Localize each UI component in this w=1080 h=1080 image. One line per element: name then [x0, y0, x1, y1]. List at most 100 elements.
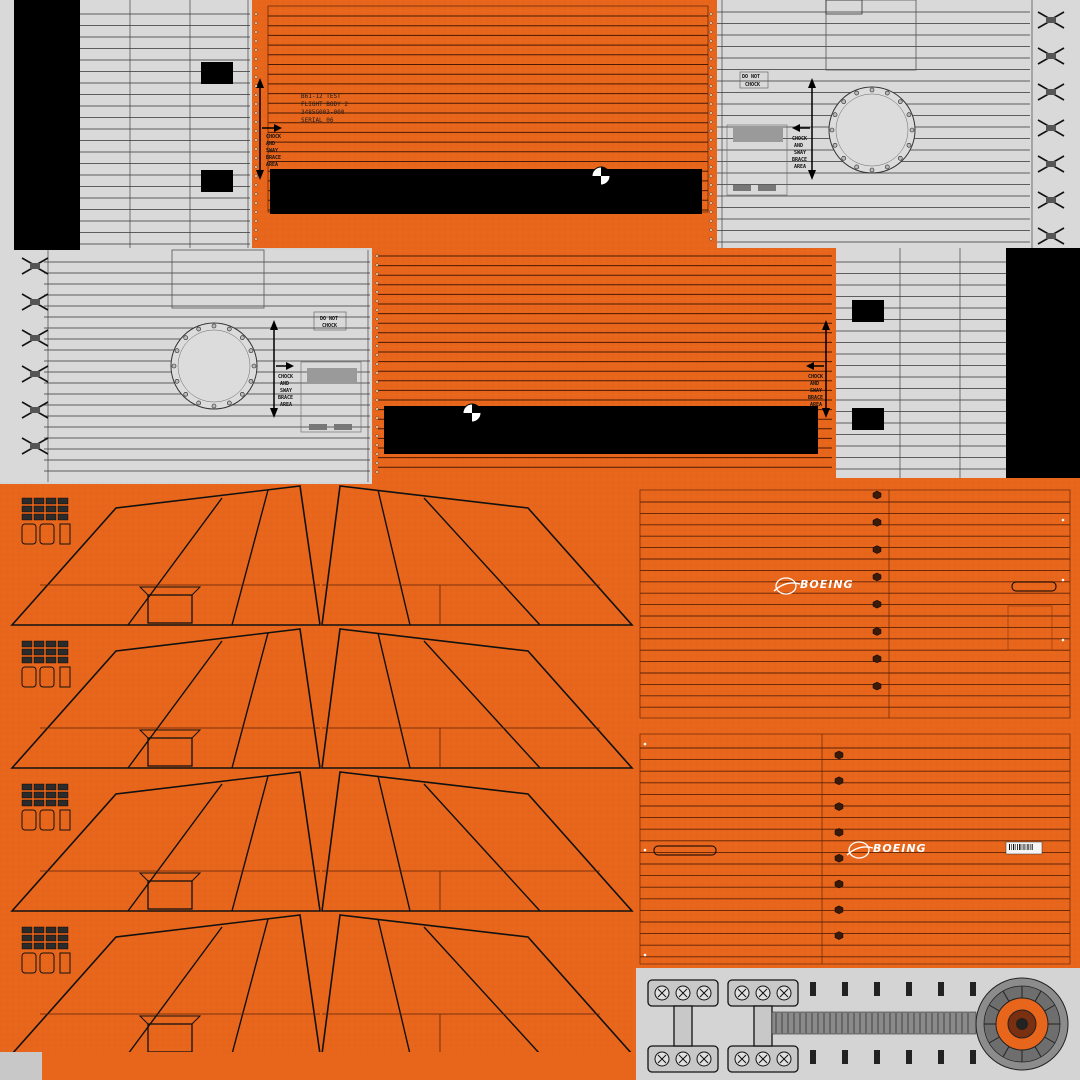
crosshair-target-icon — [462, 403, 482, 423]
hex-bolt-icon — [834, 853, 844, 863]
rivet — [375, 461, 379, 465]
rivet — [709, 57, 713, 61]
rivet — [375, 254, 379, 258]
hex-bolt-icon — [211, 323, 217, 329]
svg-text:SERIAL 06: SERIAL 06 — [301, 117, 334, 124]
slot — [970, 982, 976, 996]
hex-bolt-icon — [834, 828, 844, 837]
black-strip-top-left — [14, 0, 80, 250]
arrow-icon — [792, 78, 816, 180]
rivet — [254, 30, 258, 34]
svg-text:CHOCK: CHOCK — [792, 136, 807, 142]
hex-bolt-icon — [239, 391, 245, 397]
hex-bolt-icon — [248, 379, 254, 384]
access-hatch-left — [170, 322, 258, 410]
rivet — [254, 192, 258, 196]
hex-bolt-icon — [841, 155, 847, 161]
stencil-block — [57, 505, 69, 513]
rivet — [709, 147, 713, 151]
black-band-top — [270, 169, 702, 214]
rivet — [709, 138, 713, 142]
hex-bolt-icon — [872, 599, 882, 609]
rivet — [375, 335, 379, 339]
door-panel-upper: BOEING — [639, 478, 1080, 726]
rivet — [375, 272, 379, 276]
stencil-block — [33, 497, 45, 505]
rivet — [375, 344, 379, 348]
fin-root-fitting — [147, 737, 193, 767]
chock-sway-stencil-c: CHOCK AND SWAY BRACE AREA — [278, 374, 293, 408]
stencil-block — [33, 783, 45, 791]
rivet — [375, 425, 379, 429]
stencil-block — [21, 513, 33, 521]
hex-bolt-icon — [227, 400, 232, 406]
rivet — [254, 183, 258, 187]
hex-bolt-icon — [174, 379, 180, 384]
stencil-block — [45, 640, 57, 648]
orange-panel-top: CHOCK AND SWAY BRACE AREA B61-12 TEST FL… — [252, 0, 717, 248]
hex-bolt-icon — [832, 112, 838, 117]
fin-panel-pair — [10, 628, 634, 769]
rivet — [1061, 518, 1065, 522]
rivet — [254, 138, 258, 142]
rivet — [254, 84, 258, 88]
barcode-bar — [1017, 844, 1018, 850]
rivet — [375, 371, 379, 375]
rivet — [375, 353, 379, 357]
slot — [938, 982, 944, 996]
rivet — [254, 120, 258, 124]
stencil-block — [57, 783, 69, 791]
hex-bolt-icon — [897, 155, 903, 161]
stencil-block — [59, 809, 71, 831]
rivet — [709, 120, 713, 124]
svg-text:AND: AND — [280, 381, 289, 387]
stencil-block — [59, 666, 71, 688]
hex-bolt-icon — [885, 90, 890, 96]
slot — [906, 982, 912, 996]
stencil-block — [59, 523, 71, 545]
rivet — [709, 174, 713, 178]
nozzle-spoke — [1044, 1036, 1056, 1044]
rivet — [254, 156, 258, 160]
rivet — [254, 174, 258, 178]
barcode-bar — [1025, 844, 1027, 850]
rivet — [709, 165, 713, 169]
rivet — [709, 39, 713, 43]
slot — [874, 982, 880, 996]
slot — [970, 1050, 976, 1064]
test-block-stencil: B61-12 TEST FLIGHT BODY 2 3485G003-000 S… — [301, 93, 348, 124]
fin-root-fitting — [147, 880, 193, 910]
nozzle-spoke — [1034, 990, 1042, 1002]
stencil-block — [21, 791, 33, 799]
svg-text:AND: AND — [810, 381, 819, 387]
arrow-icon — [256, 78, 282, 180]
stencil-block — [45, 656, 57, 664]
black-window-lower-right — [852, 408, 884, 430]
rivet — [375, 290, 379, 294]
rivet — [254, 57, 258, 61]
slot — [810, 1050, 816, 1064]
rivet — [709, 66, 713, 70]
stencil-block — [45, 505, 57, 513]
hex-bolt-icon — [211, 403, 217, 409]
hex-bolt-icon — [183, 391, 189, 397]
stencil-block — [57, 799, 69, 807]
svg-text:AREA: AREA — [280, 402, 292, 408]
rivet — [709, 237, 713, 241]
svg-text:AND: AND — [266, 141, 275, 147]
stencil-block — [45, 934, 57, 942]
rail-track — [771, 1011, 977, 1035]
stencil-block — [21, 648, 33, 656]
arrow-icon — [270, 320, 294, 418]
gray-panel-mid-left: DO NOT CHOCK CHOCK AND SWAY BRACE AREA — [0, 249, 372, 482]
rivet — [254, 102, 258, 106]
black-window-upper-right — [852, 300, 884, 322]
rivet — [375, 416, 379, 420]
rivet — [254, 21, 258, 25]
svg-text:DO NOT: DO NOT — [742, 74, 760, 80]
hex-bolt-icon — [171, 363, 177, 369]
hex-bolt-icon — [239, 335, 245, 341]
fin-root-fitting — [147, 594, 193, 624]
rivet — [643, 742, 647, 746]
crosshair-target-icon — [591, 166, 611, 186]
